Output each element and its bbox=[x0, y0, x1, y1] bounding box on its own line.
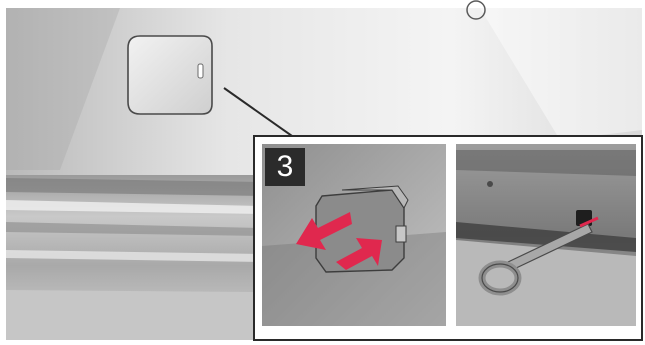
tow-cover-flap bbox=[128, 36, 212, 114]
inset-towing-eye bbox=[456, 144, 636, 326]
step-number-badge: 3 bbox=[265, 148, 305, 186]
